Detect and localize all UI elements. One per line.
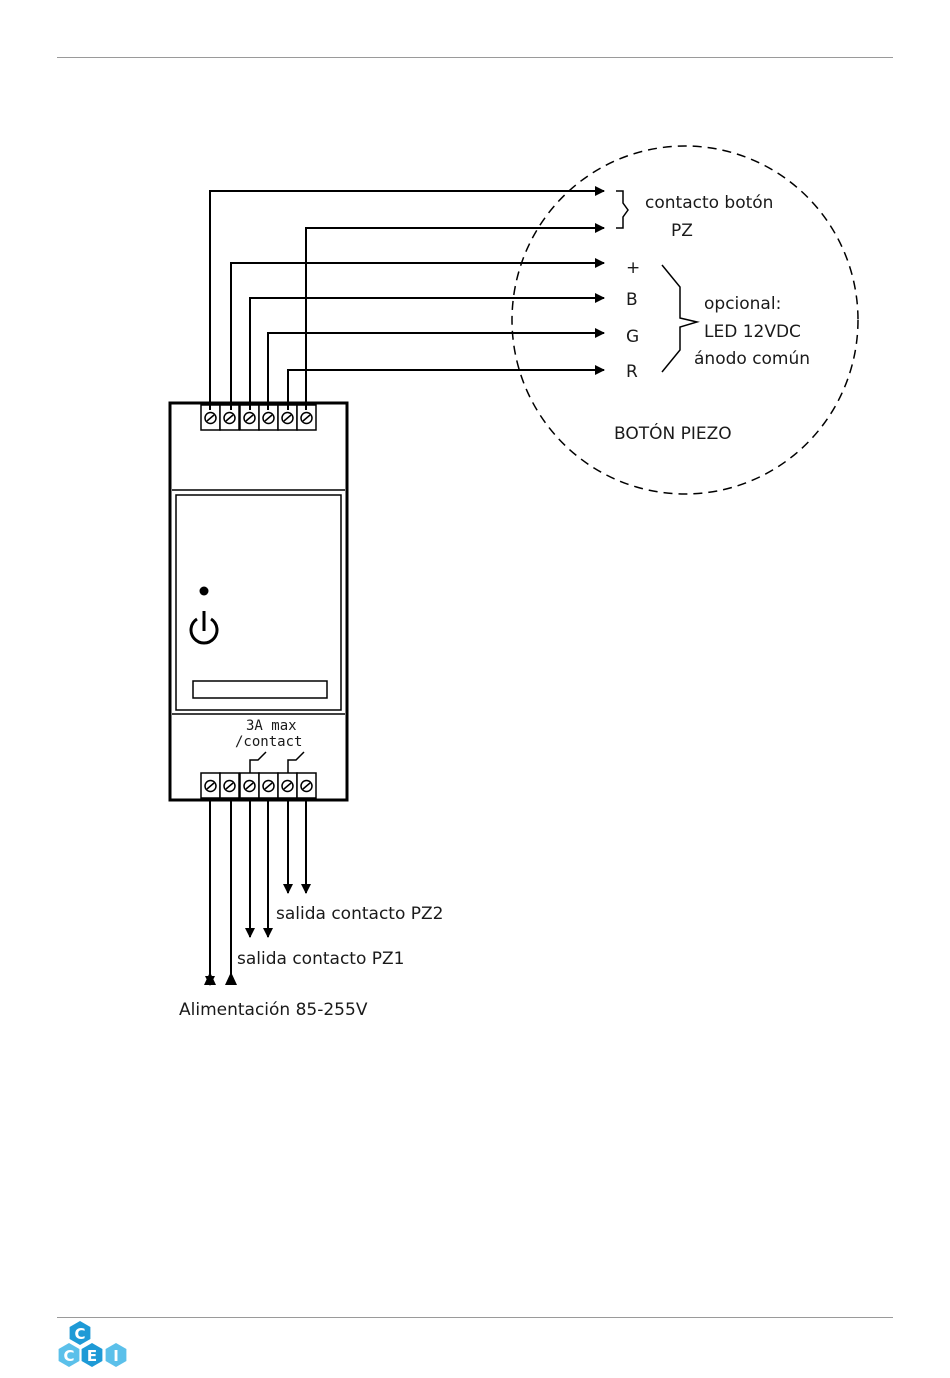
logo-letter: C	[74, 1325, 85, 1343]
relay-rating-line2: /contact	[235, 734, 302, 750]
pin-r-label: R	[626, 362, 638, 382]
piezo-wires	[210, 191, 604, 410]
pin-g-label: G	[626, 327, 639, 347]
contact-label-line1: contacto botón	[645, 193, 773, 213]
contact-bracket	[616, 191, 628, 228]
led-brace	[662, 265, 697, 372]
output-pz2-label: salida contacto PZ2	[276, 904, 443, 924]
optional-label-line1: opcional:	[704, 294, 781, 314]
power-arrow-b	[225, 972, 237, 985]
piezo-title: BOTÓN PIEZO	[614, 422, 732, 444]
status-led-icon	[200, 587, 209, 596]
logo-letter: C	[63, 1347, 74, 1365]
relay-rating-line1: 3A max	[246, 718, 297, 734]
pin-b-label: B	[626, 290, 638, 310]
optional-label-line2: LED 12VDC	[704, 322, 801, 342]
bottom-terminal-block	[201, 773, 316, 798]
power-arrow-a	[204, 972, 216, 985]
logo-letter: E	[87, 1347, 97, 1365]
power-label: Alimentación 85-255V	[179, 1000, 368, 1020]
output-pz1-label: salida contacto PZ1	[237, 949, 404, 969]
pin-plus-label: +	[626, 258, 640, 278]
contact-label-line2: PZ	[671, 221, 693, 241]
top-terminal-block	[201, 405, 316, 430]
optional-label-line3: ánodo común	[694, 349, 810, 369]
logo-letter: I	[113, 1347, 119, 1365]
